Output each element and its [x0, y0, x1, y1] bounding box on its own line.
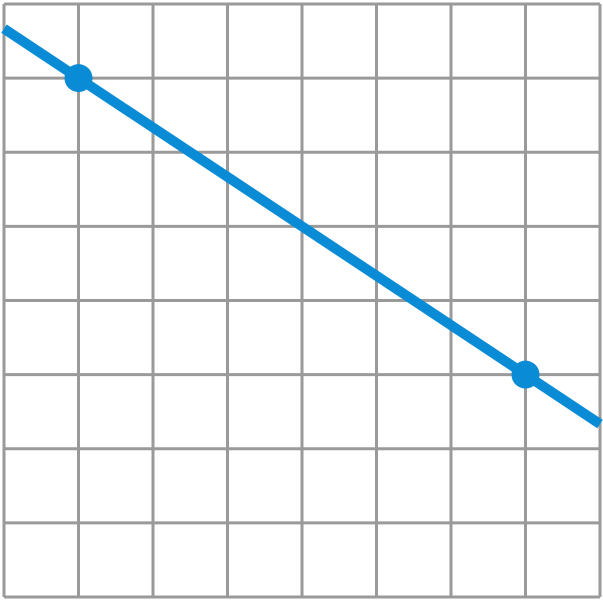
series-line	[1, 24, 603, 429]
line-series	[1, 24, 603, 429]
plotted-points	[64, 64, 540, 389]
data-point	[64, 64, 93, 93]
data-point	[511, 360, 540, 389]
